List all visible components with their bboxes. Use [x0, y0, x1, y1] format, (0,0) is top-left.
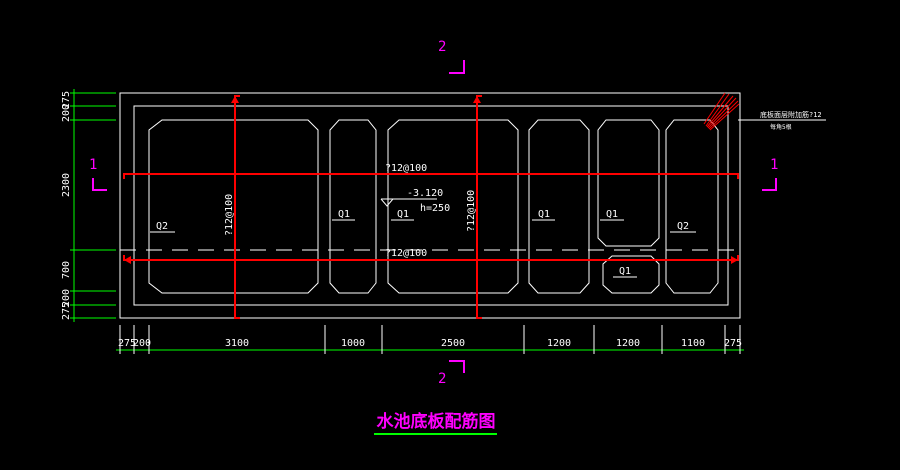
rebar-vertical-right [476, 95, 482, 319]
rebar-label-vertical-right: ?12@100 [466, 190, 477, 232]
compartment-5-upper [597, 119, 660, 247]
dim-bottom-1: 200 [133, 338, 151, 349]
wall-label-q1-b: Q1 [397, 209, 409, 220]
section-mark-numbers: 2 2 1 1 [89, 39, 778, 387]
bottom-dimension-ticks [119, 325, 741, 354]
left-dimension-labels: 275 200 2300 700 200 275 [61, 91, 72, 320]
rebar-top-horizontal [123, 173, 739, 179]
dim-bottom-6: 1200 [616, 338, 640, 349]
dim-left-3: 700 [61, 261, 72, 279]
compartment-3 [387, 119, 519, 294]
dim-bottom-5: 1200 [547, 338, 571, 349]
section-number-right: 1 [770, 157, 778, 173]
corner-bars-fan [703, 92, 740, 131]
rebar-bottom-horizontal [123, 255, 739, 261]
rebar-label-vertical-left: ?12@100 [224, 194, 235, 236]
wall-label-q1-c: Q1 [538, 209, 550, 220]
section-mark-left [92, 178, 107, 191]
dim-bottom-7: 1100 [681, 338, 705, 349]
dim-bottom-8: 275 [724, 338, 742, 349]
drawing-title: 水池底板配筋图 [377, 411, 496, 432]
bottom-dimension [116, 325, 744, 354]
wall-label-q2-left: Q2 [156, 221, 168, 232]
elevation-thickness: h=250 [420, 203, 450, 214]
bottom-dimension-labels: 275 200 3100 1000 2500 1200 1200 1100 27… [118, 338, 742, 349]
elevation-marker: -3.120 h=250 [380, 188, 450, 214]
section-mark-right [762, 178, 777, 191]
elevation-triangle-icon [380, 198, 437, 207]
wall-labels: Q2 Q1 Q1 Q1 Q1 Q2 Q1 [150, 209, 696, 278]
rebar-labels: ?12@100 ?12@100 ?12@100 ?12@100 [224, 163, 477, 259]
left-dimension-ticks [70, 92, 116, 319]
dim-bottom-4: 2500 [441, 338, 465, 349]
dim-left-4: 200 [61, 289, 72, 307]
rebar-label-bottom-horizontal: ?12@100 [385, 248, 427, 259]
rebar-lines [123, 95, 739, 319]
compartment-1 [148, 119, 319, 294]
section-markers [92, 60, 777, 373]
section-mark-top [449, 60, 465, 74]
wall-label-q2-right: Q2 [677, 221, 689, 232]
wall-label-q1-small: Q1 [619, 266, 631, 277]
compartment-5-lower [602, 255, 660, 294]
dim-bottom-2: 3100 [225, 338, 249, 349]
compartment-4 [528, 119, 590, 294]
wall-label-q1-d: Q1 [606, 209, 618, 220]
compartment-6 [665, 119, 719, 294]
slab-outline [119, 92, 741, 319]
rebar-vertical-left [234, 95, 240, 319]
rebar-label-top-horizontal: ?12@100 [385, 163, 427, 174]
corner-note: 底板面层附加筋?12 每角5根 [738, 110, 826, 131]
dim-left-2: 2300 [61, 173, 72, 197]
section-number-top: 2 [438, 39, 446, 55]
section-number-bottom: 2 [438, 371, 446, 387]
rebar-end-marks [124, 96, 738, 264]
left-dimension [70, 89, 116, 322]
elevation-level: -3.120 [407, 188, 443, 199]
wall-label-q1-a: Q1 [338, 209, 350, 220]
dim-bottom-3: 1000 [341, 338, 365, 349]
dim-left-5: 275 [61, 302, 72, 320]
section-mark-bottom [449, 360, 465, 373]
dim-bottom-0: 275 [118, 338, 136, 349]
dim-left-0: 275 [61, 91, 72, 109]
compartment-2 [329, 119, 377, 294]
dim-left-1: 200 [61, 104, 72, 122]
section-number-left: 1 [89, 157, 97, 173]
corner-note-line2: 每角5根 [770, 123, 792, 131]
corner-note-line1: 底板面层附加筋?12 [760, 110, 822, 119]
